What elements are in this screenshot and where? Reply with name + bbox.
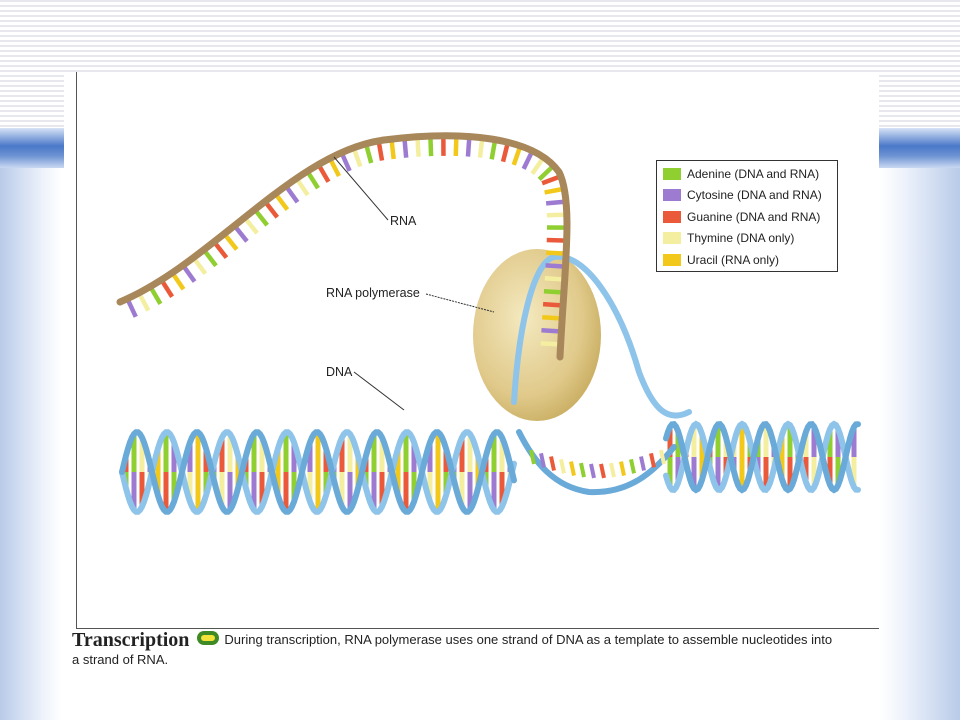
dna-strand: [663, 420, 861, 493]
legend-label: Thymine (DNA only): [687, 231, 795, 246]
polymerase-leader-line: [425, 293, 495, 313]
legend-swatch: [663, 232, 681, 245]
caption-text: During transcription, RNA polymerase use…: [224, 632, 833, 647]
dna-base: [609, 462, 616, 478]
figure-border-left: [76, 72, 77, 628]
legend-label: Adenine (DNA and RNA): [687, 166, 820, 181]
dna-base: [529, 449, 536, 465]
transcription-diagram: [116, 132, 861, 515]
rna-label: RNA: [390, 214, 417, 228]
legend-item-thymine: Thymine (DNA only): [663, 228, 831, 250]
caption-text-line2: a strand of RNA.: [72, 652, 169, 667]
legend-item-guanine: Guanine (DNA and RNA): [663, 206, 831, 228]
legend-swatch: [663, 167, 681, 180]
legend-swatch: [663, 253, 681, 266]
transcription-figure: Adenine (DNA and RNA) Cytosine (DNA and …: [64, 72, 879, 668]
rna-polymerase-label: RNA polymerase: [326, 286, 420, 300]
dna-base: [539, 452, 546, 468]
legend-item-adenine: Adenine (DNA and RNA): [663, 163, 831, 185]
dna-base: [549, 456, 556, 471]
dna-base: [659, 449, 666, 465]
dna-base: [629, 458, 636, 474]
dna-double-helix: [119, 420, 861, 515]
rna-leader-line: [333, 156, 389, 221]
dna-base: [639, 456, 646, 471]
key-icon[interactable]: [197, 631, 220, 645]
legend-label: Guanine (DNA and RNA): [687, 209, 821, 224]
dna-base: [599, 463, 606, 479]
dna-leader-line: [353, 371, 405, 411]
figure-caption: Transcription During transcription, RNA p…: [72, 629, 879, 667]
dna-strand: [119, 429, 517, 515]
dna-strand: [119, 429, 517, 515]
legend-label: Cytosine (DNA and RNA): [687, 188, 822, 203]
base-legend: Adenine (DNA and RNA) Cytosine (DNA and …: [656, 160, 838, 272]
rna-strand: [116, 132, 571, 361]
figure-border-bottom: [76, 628, 879, 629]
dna-base: [589, 463, 596, 479]
legend-label: Uracil (RNA only): [687, 252, 780, 267]
caption-title: Transcription: [72, 629, 190, 651]
legend-item-uracil: Uracil (RNA only): [663, 249, 831, 271]
slide-left-gradient: [0, 168, 62, 720]
legend-swatch: [663, 189, 681, 202]
dna-base: [559, 458, 566, 474]
rna-polymerase: [473, 249, 601, 421]
dna-template-strand: [511, 253, 692, 419]
dna-base: [649, 452, 656, 468]
dna-base: [619, 461, 626, 476]
legend-item-cytosine: Cytosine (DNA and RNA): [663, 185, 831, 207]
dna-strand: [663, 421, 861, 494]
dna-base: [569, 461, 576, 476]
dna-base: [579, 462, 586, 478]
dna-label: DNA: [326, 365, 353, 379]
transcription-bubble: [511, 253, 692, 496]
slide-right-gradient: [880, 168, 960, 720]
legend-swatch: [663, 210, 681, 223]
